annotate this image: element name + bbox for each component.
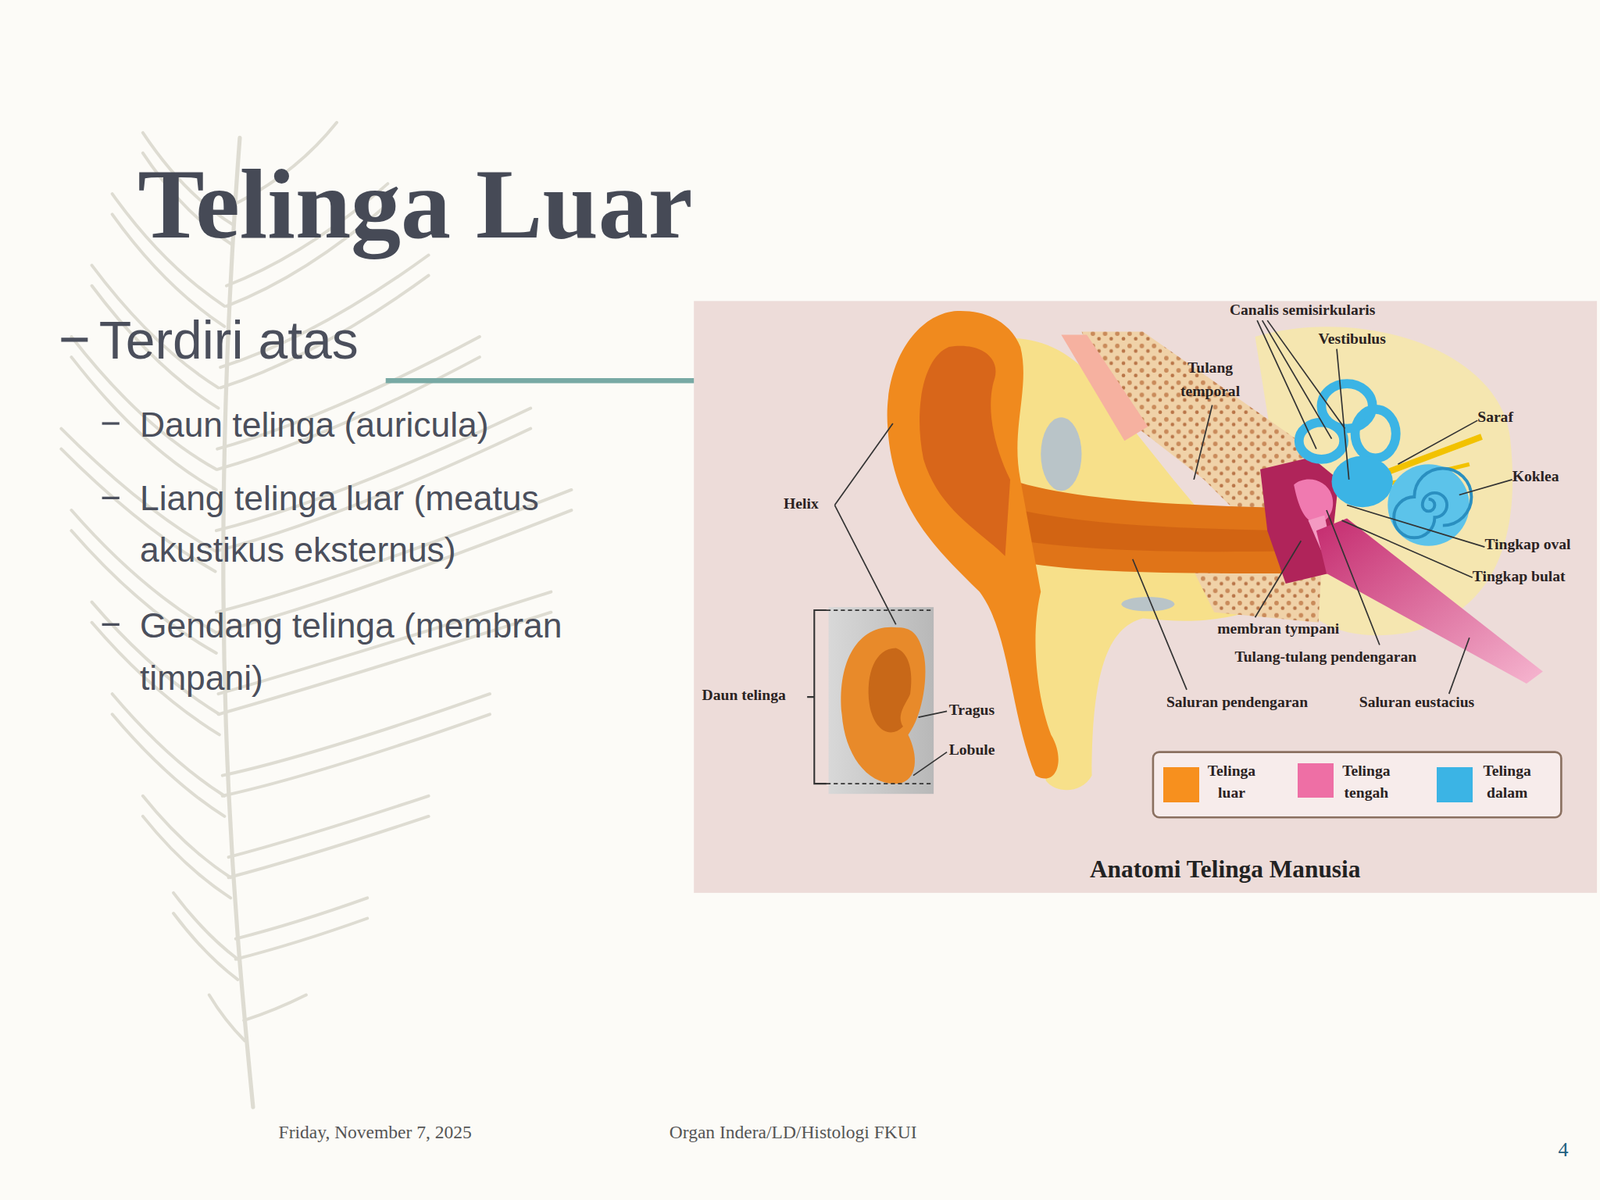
bullet-item: Gendang telinga (membran timpani) — [139, 600, 600, 704]
footer-date: Friday, November 7, 2025 — [278, 1123, 472, 1143]
leader-line — [834, 423, 893, 505]
anatomy-label: Koklea — [1512, 468, 1560, 485]
anatomy-label: Helix — [783, 496, 819, 512]
bullet-dash — [102, 421, 120, 425]
bracket — [807, 610, 827, 784]
illustration-background — [693, 300, 1597, 893]
cochlea-spiral — [1393, 468, 1472, 539]
leader-line — [1459, 479, 1513, 496]
anatomy-label: Tulang-tulang pendengaran — [1234, 649, 1417, 665]
anatomy-label: Tingkap oval — [1484, 536, 1571, 553]
ear-canal — [1005, 479, 1303, 574]
pinna-fold — [919, 346, 1011, 557]
bullet-heading: Terdiri atas — [99, 314, 359, 368]
leader-line — [1336, 349, 1350, 480]
legend-swatch — [1163, 767, 1200, 802]
leader-line — [1257, 320, 1317, 450]
skin-stripe — [1060, 334, 1148, 441]
bullet-dash — [60, 337, 88, 342]
slide-number: 4 — [1557, 1139, 1568, 1161]
vestibule — [1331, 456, 1393, 508]
bullet-dash — [102, 496, 120, 500]
cartilage-spot — [1040, 417, 1082, 491]
bullet-item: Daun telinga (auricula) — [139, 399, 600, 452]
anatomy-label: membran tympani — [1217, 621, 1340, 637]
feather-barbs — [60, 132, 245, 1041]
ear-illustration — [693, 300, 1597, 893]
legend-swatch — [1436, 767, 1473, 802]
leader-lines — [834, 320, 1512, 776]
anatomy-label: Tragus — [949, 702, 995, 718]
semicircular-canal — [1299, 422, 1344, 460]
anatomy-label: Vestibulus — [1318, 331, 1386, 347]
leader-line — [1193, 405, 1213, 480]
slide-title: Telinga Luar — [137, 153, 693, 254]
legend-label: Telinga tengah — [1334, 760, 1398, 805]
legend-label: Telinga dalam — [1475, 760, 1540, 805]
leader-line — [1342, 520, 1473, 578]
leader-line — [834, 505, 896, 625]
footer-source: Organ Indera/LD/Histologi FKUI — [669, 1123, 918, 1143]
anatomy-label: Canalis semisirkularis — [1229, 302, 1376, 318]
anatomy-label: Tingkap bulat — [1472, 568, 1566, 585]
bullet-dash — [102, 623, 120, 626]
anatomy-label: Lobule — [949, 742, 996, 758]
leader-line — [1346, 505, 1485, 548]
leader-line — [1449, 637, 1470, 694]
cartilage-spot — [1121, 596, 1175, 611]
leader-line — [918, 710, 948, 718]
inset-background — [828, 607, 935, 794]
anatomy-label: Saluran pendengaran — [1166, 694, 1308, 711]
bracket-dashes — [826, 610, 934, 784]
accent-rule — [385, 378, 697, 384]
leader-line — [1397, 420, 1478, 465]
anatomy-label: Saraf — [1477, 409, 1514, 425]
figure-caption: Anatomi Telinga Manusia — [1089, 857, 1361, 882]
bullet-item: Liang telinga luar (meatus akustikus eks… — [139, 472, 600, 577]
legend-label: Telinga luar — [1200, 760, 1264, 805]
inset-ear-concha — [868, 647, 912, 733]
leader-line — [1255, 540, 1302, 618]
inset-ear — [841, 627, 926, 785]
leader-line — [1132, 559, 1187, 690]
legend-swatch — [1297, 763, 1334, 798]
ear-canal-shade — [1020, 510, 1288, 552]
feather-barbs — [216, 122, 572, 1021]
leader-line — [913, 752, 947, 776]
anatomy-label: Tulang temporal — [1173, 356, 1247, 404]
ossicles — [1293, 479, 1333, 524]
anatomy-label: Saluran eustacius — [1359, 694, 1475, 711]
semicircular-canal — [1355, 409, 1397, 459]
legend-box — [1153, 752, 1561, 818]
anatomy-label: Daun telinga — [702, 687, 786, 704]
